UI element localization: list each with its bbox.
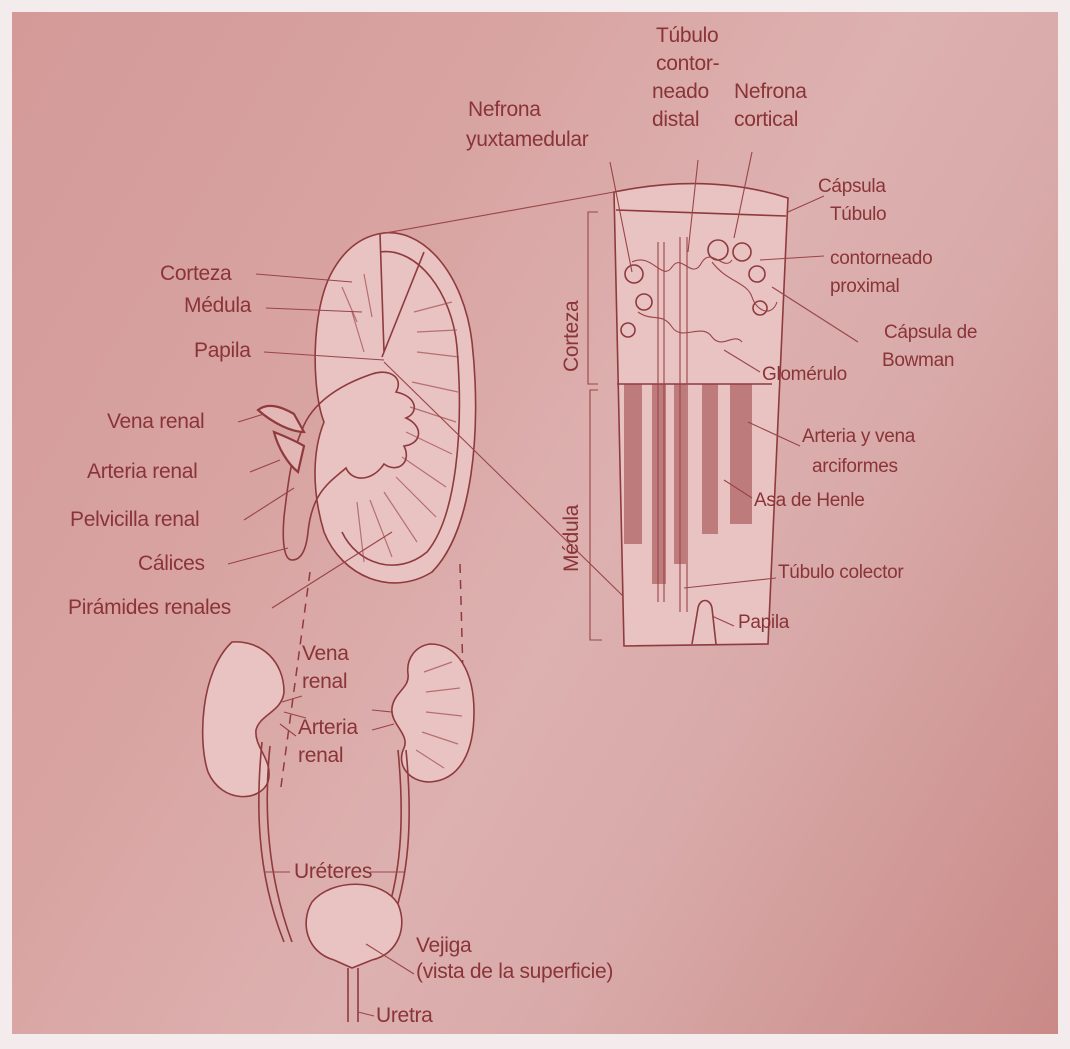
label-vejiga-1: Vejiga xyxy=(416,934,472,957)
kidney-outline xyxy=(315,233,476,583)
label-capsula: Cápsula xyxy=(818,176,886,197)
label-tubulo-colector: Túbulo colector xyxy=(778,562,904,583)
label-arteria-vena-2: arciformes xyxy=(812,456,898,477)
label-corteza-vertical: Corteza xyxy=(560,300,583,372)
label-calices: Cálices xyxy=(138,552,205,575)
urethra xyxy=(348,968,358,1022)
small-vessels-right xyxy=(372,710,394,730)
label-papila-detalle: Papila xyxy=(738,612,790,633)
kidney-section xyxy=(258,233,476,583)
label-asa-de-henle: Asa de Henle xyxy=(754,490,864,511)
left-kidney xyxy=(203,642,284,797)
label-nefrona-yuxtamedular-2: yuxtamedular xyxy=(466,128,589,151)
nephron-detail xyxy=(614,184,788,646)
label-capsula-bowman-2: Bowman xyxy=(882,350,954,371)
label-nefrona-cortical-1: Nefrona xyxy=(734,80,807,103)
label-uretra: Uretra xyxy=(376,1004,433,1027)
label-tubulo-proximal-1: Túbulo xyxy=(830,204,886,225)
label-tubulo-distal-1: Túbulo xyxy=(656,24,718,47)
label-capsula-bowman-1: Cápsula de xyxy=(884,322,977,343)
label-nefrona-yuxtamedular-1: Nefrona xyxy=(468,98,541,121)
label-tubulo-proximal-2: contorneado xyxy=(830,248,932,269)
label-tubulo-distal-3: neado xyxy=(652,80,709,103)
bracket-medula xyxy=(590,390,602,640)
label-arteria-renal: Arteria renal xyxy=(87,460,197,483)
label-vena-small-1: Vena xyxy=(302,642,349,665)
label-tubulo-distal-4: distal xyxy=(652,108,699,131)
label-medula: Médula xyxy=(184,294,252,317)
label-arteria-small-1: Arteria xyxy=(298,716,358,739)
label-medula-vertical: Médula xyxy=(560,504,583,572)
label-vena-small-2: renal xyxy=(302,670,347,693)
label-piramides-renales: Pirámides renales xyxy=(68,596,231,619)
label-papila: Papila xyxy=(194,339,251,362)
labels: Corteza Médula Papila Vena renal Arteria… xyxy=(68,24,977,1027)
label-vena-renal: Vena renal xyxy=(107,410,204,433)
kidney-anatomy-figure: Corteza Médula Papila Vena renal Arteria… xyxy=(12,12,1058,1034)
label-pelvicilla-renal: Pelvicilla renal xyxy=(70,508,199,531)
bracket-corteza xyxy=(588,212,598,384)
label-nefrona-cortical-2: cortical xyxy=(734,108,798,131)
label-corteza: Corteza xyxy=(160,262,232,285)
label-tubulo-distal-2: contor- xyxy=(656,52,720,75)
label-vejiga-2: (vista de la superficie) xyxy=(416,960,613,983)
left-ureter-2 xyxy=(267,746,292,942)
label-ureteres: Uréteres xyxy=(294,860,372,883)
renal-vein xyxy=(258,406,304,432)
label-arteria-small-2: renal xyxy=(298,744,343,767)
label-glomerulo: Glomérulo xyxy=(762,364,847,385)
label-tubulo-proximal-3: proximal xyxy=(830,276,899,297)
diagram-sheet: Corteza Médula Papila Vena renal Arteria… xyxy=(12,12,1058,1034)
bladder xyxy=(306,884,402,968)
label-arteria-vena-1: Arteria y vena xyxy=(802,426,916,447)
